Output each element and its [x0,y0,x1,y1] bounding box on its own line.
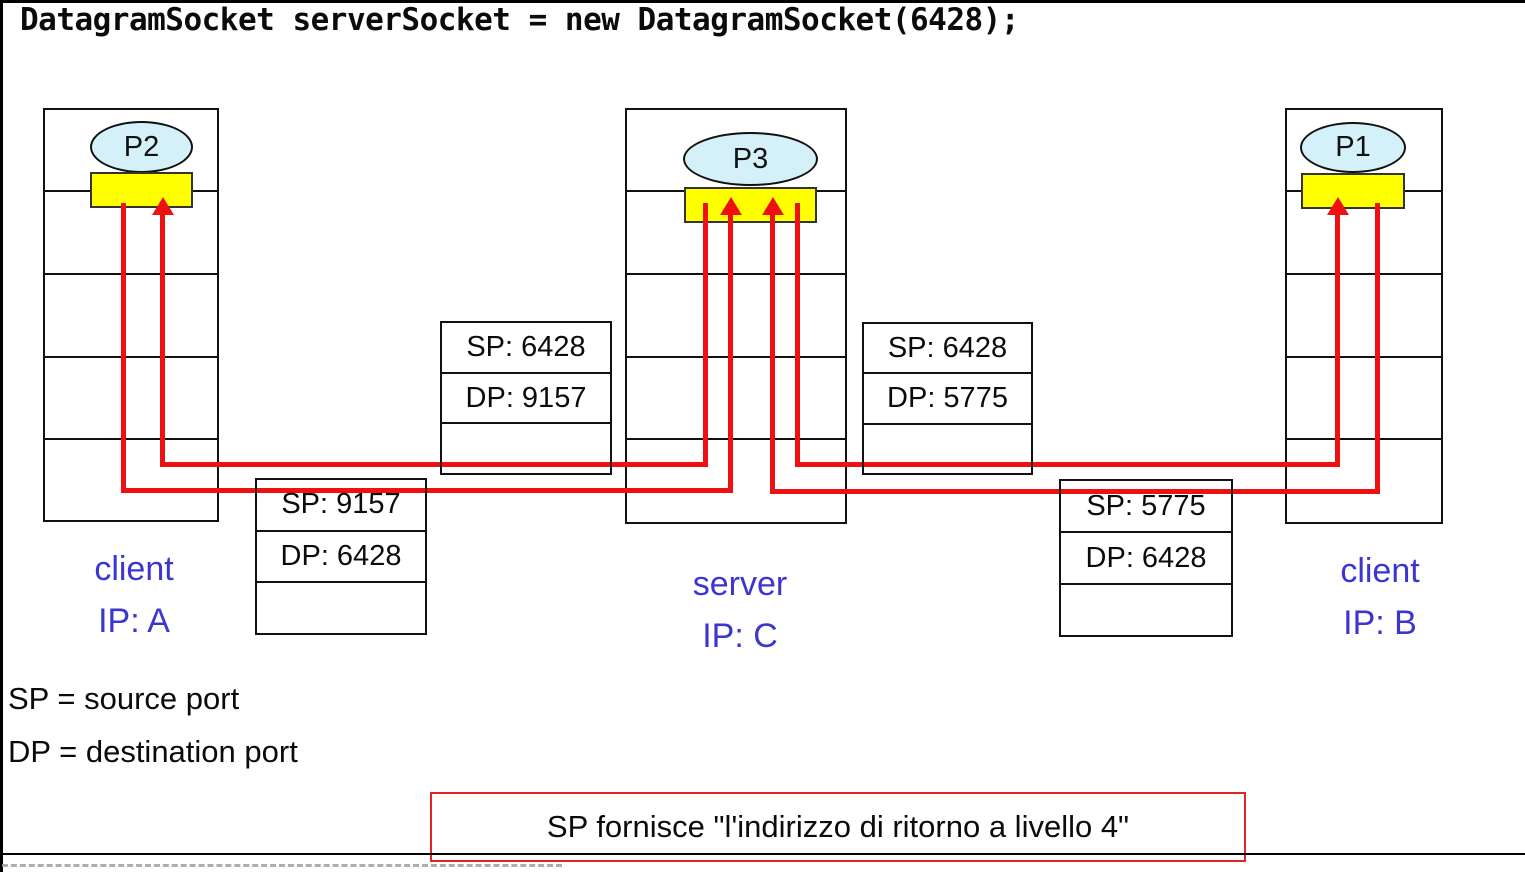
stack-layer-divider [627,356,845,358]
packet-sp-field: SP: 9157 [257,480,425,532]
process-ellipse-p3: P3 [683,132,818,186]
flow-a-to-c-horizontal-line [121,488,733,493]
code-title: DatagramSocket serverSocket = new Datagr… [20,2,1020,38]
host-label-client-a: client IP: A [34,543,234,647]
slide-border-left [0,0,3,872]
packet-sp-field: SP: 5775 [1061,481,1231,533]
flow-a-to-c-down-line [121,203,126,493]
host-label-client-b: client IP: B [1280,545,1480,649]
flow-c-to-b-down-line [795,203,800,467]
red-arrowhead-up-icon [152,197,174,215]
flow-a-to-c-up-line [728,214,733,493]
stack-layer-divider [45,356,217,358]
host-ip: IP: A [98,602,170,640]
packet-client-a-to-server: SP: 9157 DP: 6428 [255,478,427,635]
legend-dp: DP = destination port [8,734,298,769]
red-arrowhead-up-icon [720,197,742,215]
packet-client-b-to-server: SP: 5775 DP: 6428 [1059,479,1233,637]
stack-layer-divider [627,438,845,440]
packet-empty-field [257,583,425,633]
process-label: P2 [123,130,160,163]
packet-dp-field: DP: 6428 [1061,533,1231,585]
note-text: SP fornisce "l'indirizzo di ritorno a li… [546,809,1130,844]
host-label-server-c: server IP: C [640,558,840,662]
stack-layer-divider [45,273,217,275]
stack-layer-divider [1287,438,1441,440]
host-ip: IP: C [702,617,778,655]
flow-c-to-b-up-line [1335,214,1340,467]
packet-empty-field [1061,585,1231,635]
stack-layer-divider [627,273,845,275]
packet-server-to-client-b: SP: 6428 DP: 5775 [862,322,1033,475]
flow-b-to-c-horizontal-line [770,489,1380,494]
packet-sp-field: SP: 6428 [864,324,1031,375]
packet-dp-field: DP: 6428 [257,532,425,584]
flow-c-to-b-horizontal-line [795,462,1340,467]
packet-server-to-client-a: SP: 6428 DP: 9157 [440,321,612,475]
process-label: P1 [1335,131,1371,163]
flow-c-to-a-horizontal-line [160,462,708,467]
process-ellipse-p1: P1 [1300,122,1406,173]
stack-layer-divider [45,438,217,440]
packet-dp-field: DP: 9157 [442,374,610,425]
host-role: server [692,565,788,603]
packet-empty-field [442,424,610,473]
host-role: client [94,550,174,588]
process-ellipse-p2: P2 [90,121,193,173]
packet-empty-field [864,425,1031,473]
stack-layer-divider [1287,273,1441,275]
host-role: client [1340,552,1420,590]
socket-client-b [1301,173,1405,209]
host-ip: IP: B [1343,604,1417,642]
flow-c-to-a-up-line [160,214,165,467]
red-arrowhead-up-icon [762,197,784,215]
stack-layer-divider [1287,356,1441,358]
legend-sp: SP = source port [8,681,240,716]
red-arrowhead-up-icon [1327,197,1349,215]
flow-b-to-c-down-line [1375,203,1380,494]
packet-dp-field: DP: 5775 [864,374,1031,425]
note-box: SP fornisce "l'indirizzo di ritorno a li… [430,792,1246,862]
flow-c-to-a-down-line [703,203,708,467]
slide-border-bottom [0,853,1525,855]
socket-client-a [90,172,193,208]
process-label: P3 [732,142,769,175]
slide-border-top [0,0,1525,3]
cut-off-footer-text [2,864,562,867]
flow-b-to-c-up-line [770,214,775,494]
packet-sp-field: SP: 6428 [442,323,610,374]
